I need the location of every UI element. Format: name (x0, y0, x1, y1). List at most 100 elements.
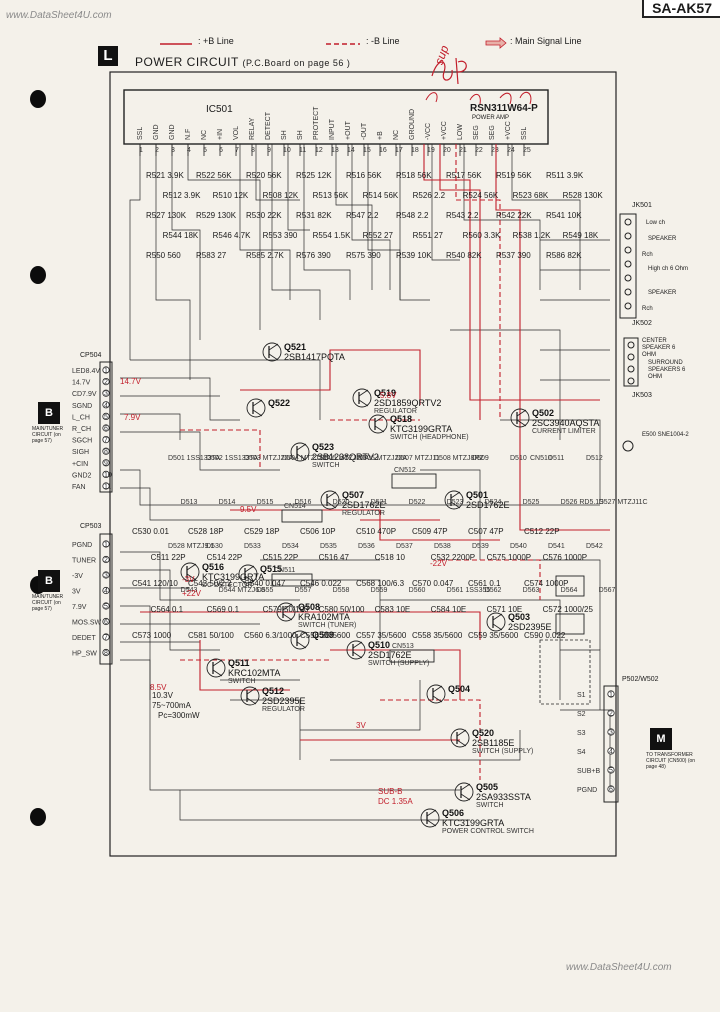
connector-pin-label: S3 (577, 730, 586, 737)
ic501-pin-label: GND (153, 124, 160, 140)
ic501-desc: POWER AMP (472, 115, 510, 121)
jk501-body (619, 213, 637, 319)
voltage-note: 14.7V (120, 377, 142, 386)
jk501-rch2: Rch (642, 306, 653, 312)
connector-pin-number: 2 (104, 379, 108, 386)
transistor-collector (212, 659, 223, 667)
transistor-ref: Q502 (532, 408, 554, 418)
transistor-collector (352, 641, 363, 649)
diode-label: D536 (358, 543, 375, 550)
ic501-pin-label: -VCC (425, 123, 432, 140)
ic501-pin-number: 17 (395, 147, 403, 154)
resistor-label: R551 27 (413, 231, 444, 240)
transistor-ref: Q509 (312, 630, 334, 640)
transistor-part: KTC3199GRTA (442, 818, 504, 828)
transistor-collector (358, 389, 369, 397)
connector-pin-label: 3V (72, 589, 81, 596)
connector-pin-label: CD7.9V (72, 391, 97, 398)
ic501-pin-number: 18 (411, 147, 419, 154)
transistor-collector (450, 491, 461, 499)
connector-pin (102, 555, 110, 564)
ic501-pin-number: 2 (155, 147, 159, 154)
network-label: CN510 (530, 455, 552, 462)
connector-pin-label: PGND (577, 787, 597, 794)
capacitor-label: C559 35/5600 (468, 631, 519, 640)
diode-label: D540 (510, 543, 527, 550)
connector-pin (102, 424, 110, 432)
legend-signal-arrow (485, 37, 507, 49)
resistor-label: R550 560 (146, 251, 181, 260)
connector-pin (102, 633, 110, 641)
transistor-symbol (486, 612, 506, 632)
transistor-emitter (516, 419, 527, 427)
ic501-pin-label: DETECT (265, 111, 272, 140)
capacitor-label: C546 0.022 (300, 579, 342, 588)
capacitor-label: C518 10 (375, 553, 406, 562)
resistor-label: R511 3.9K (546, 171, 584, 180)
diode-label: D557 (295, 587, 312, 594)
connector-pin (102, 459, 110, 467)
diode-label: D515 (257, 499, 274, 506)
connector-pin-label: 14.7V (72, 380, 91, 387)
transistor-collector (326, 491, 337, 499)
ic501-pin-label: INPUT (329, 118, 336, 140)
jk501-speaker1: SPEAKER (648, 236, 677, 242)
ic501-pin-number: 11 (299, 147, 306, 154)
transistor-part: 2SB1417PQTA (284, 352, 345, 362)
jk502-center: CENTER SPEAKER 6 OHM (642, 338, 676, 358)
transistor-emitter (296, 641, 307, 649)
transistor-emitter (374, 425, 385, 433)
connector-pin-label: 7.9V (72, 604, 87, 611)
diode-label: D516 (295, 499, 312, 506)
black-wiring (120, 144, 611, 821)
jk501-rch1: Rch (642, 252, 653, 258)
transistor-part: 2SD2395E (262, 696, 306, 706)
diode-label: D538 (434, 543, 451, 550)
cp504-pins: 1LED8.4V214.7V3CD7.9V4SGND5L_CH6R_CH7SGC… (72, 366, 112, 491)
connector-pin-number: 9 (104, 460, 108, 467)
connector-pin (102, 435, 110, 444)
diode-label: D533 (244, 543, 261, 550)
resistor-label: R529 130K (196, 211, 237, 220)
voltage-note: 9.5V (240, 505, 257, 514)
binder-hole (30, 266, 46, 284)
transistor-emitter (268, 353, 279, 361)
diode-label: D514 (219, 499, 236, 506)
transistor-ref: Q503 (508, 612, 530, 622)
diode-label: D542 (586, 543, 603, 550)
ic501-pin-label: SEG (489, 125, 496, 140)
diode-label: D507 MTZJ11 (396, 455, 440, 462)
transistor-symbol (420, 808, 440, 828)
diode-label: D539 (472, 543, 489, 550)
title-note: (P.C.Board on page 56 ) (242, 58, 351, 68)
transistor-ref: Q519 (374, 388, 396, 398)
resistor-label: R547 2.2 (346, 211, 379, 220)
ic501-pin-number: 10 (283, 147, 291, 154)
resistor-label: R549 18K (563, 231, 599, 240)
binder-hole (30, 808, 46, 826)
ic501-pin-number: 15 (363, 147, 371, 154)
connector-pin-label: LED8.4V (72, 368, 100, 375)
cp503-box-b: B (38, 570, 60, 592)
transistor-collector (244, 565, 255, 573)
transistor-symbol (346, 640, 366, 660)
ic501-pin-number: 24 (507, 147, 515, 154)
ic501-pin-number: 6 (219, 147, 223, 154)
q504-pkg (555, 613, 585, 635)
capacitor-label: C584 10E (431, 605, 467, 614)
transistor-emitter (460, 793, 471, 801)
capacitor-label: C511 22P (151, 553, 186, 562)
ic501-pin-label: SH (281, 130, 288, 140)
transistor-collector (296, 443, 307, 451)
connector-pin-number: 5 (609, 768, 613, 775)
connector-pin-label: L_CH (72, 414, 90, 421)
resistor-label: R544 18K (163, 231, 199, 240)
transistor-collector (252, 399, 263, 407)
capacitor-label: C568 100/6.3 (356, 579, 405, 588)
connector-pin (102, 470, 110, 478)
diode-label: D510 (510, 455, 527, 462)
capacitor-label: C564 0.1 (151, 605, 184, 614)
connector-pin-number: 7 (104, 437, 108, 444)
diode-label: D509 (472, 455, 489, 462)
jk503-ref: JK503 (632, 392, 652, 399)
